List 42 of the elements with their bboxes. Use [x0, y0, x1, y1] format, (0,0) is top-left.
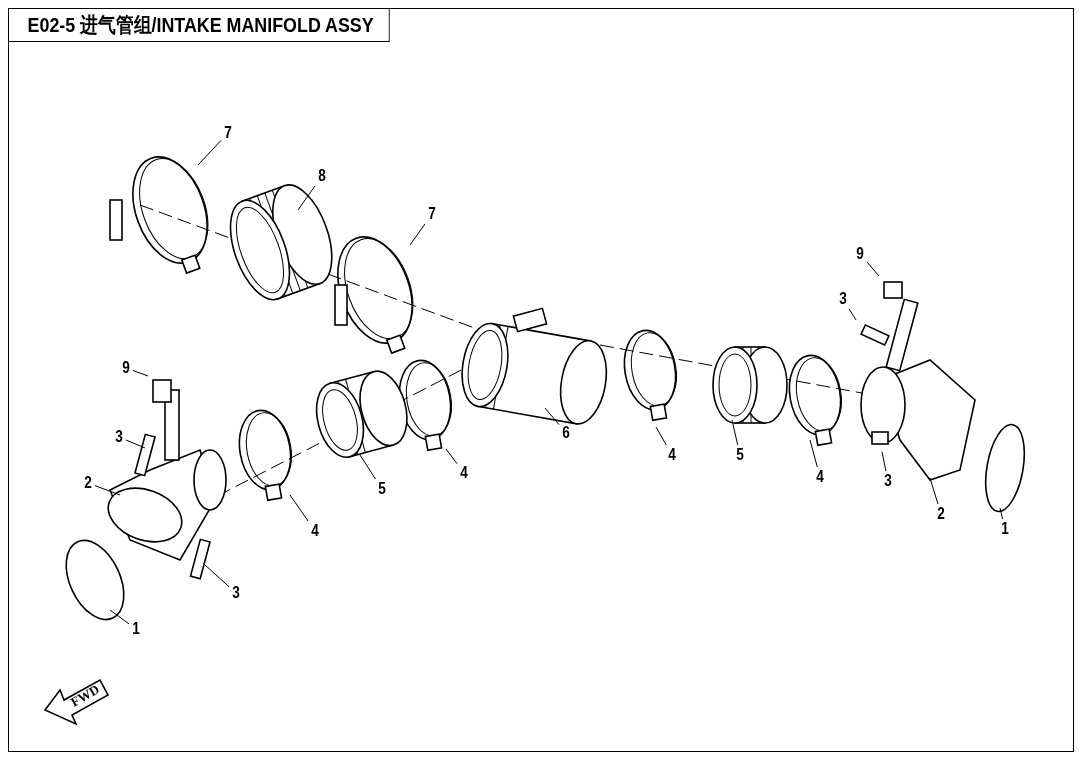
leader-line	[544, 407, 560, 426]
callout-number: 9	[120, 359, 132, 377]
leader-line	[929, 477, 939, 505]
leader-line	[297, 185, 316, 211]
direction-label: FWD	[68, 681, 103, 711]
leader-line	[409, 223, 426, 246]
leader-line	[289, 494, 309, 522]
callout-number: 9	[854, 245, 866, 263]
callout-number: 4	[458, 464, 470, 482]
leader-line	[881, 451, 887, 472]
callout-number: 3	[882, 472, 894, 490]
callout-number: 5	[376, 480, 388, 498]
callout-number: 6	[560, 424, 572, 442]
callout-number: 4	[309, 522, 321, 540]
callout-number: 4	[666, 446, 678, 464]
callout-number: 8	[316, 167, 328, 185]
callout-number: 3	[837, 290, 849, 308]
callout-number: 7	[426, 205, 438, 223]
leader-line	[204, 564, 230, 588]
drawing-title: E02-5 进气管组/INTAKE MANIFOLD ASSY	[8, 8, 390, 42]
leader-line	[197, 139, 222, 166]
leader-line	[809, 439, 818, 468]
callout-number: 2	[82, 474, 94, 492]
leader-line	[655, 426, 667, 446]
callout-number: 1	[999, 520, 1011, 538]
leader-line	[999, 507, 1004, 520]
leader-line	[109, 609, 130, 625]
leader-line	[848, 308, 857, 321]
leader-line	[731, 419, 739, 446]
leader-line	[132, 370, 149, 377]
callout-number: 7	[222, 124, 234, 142]
leader-line	[94, 485, 121, 496]
callout-number: 4	[814, 468, 826, 486]
callout-number: 3	[230, 584, 242, 602]
callout-number: 2	[935, 505, 947, 523]
leader-line	[866, 261, 880, 277]
callout-number: 5	[734, 446, 746, 464]
callout-number: 3	[113, 428, 125, 446]
leader-line	[359, 454, 377, 480]
leader-line	[445, 448, 458, 465]
leader-line	[125, 439, 146, 449]
callout-number: 1	[130, 620, 142, 638]
